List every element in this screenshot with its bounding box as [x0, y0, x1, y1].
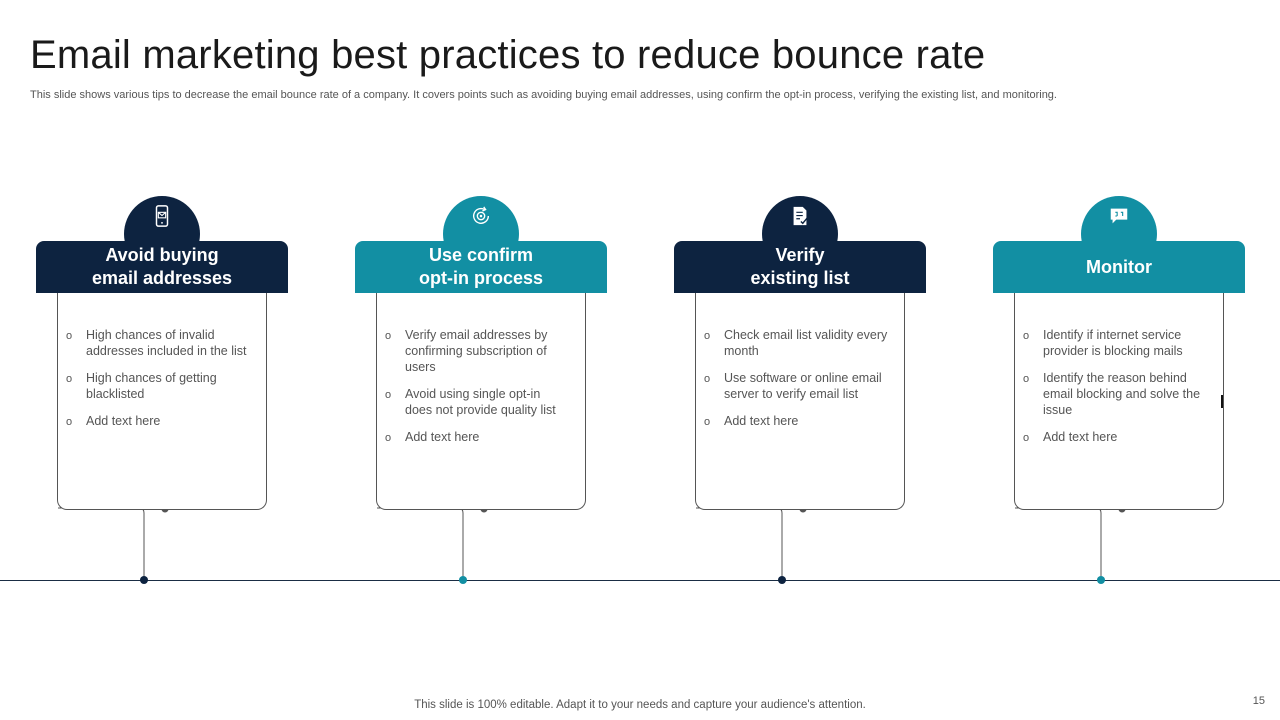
list-item: o High chances of getting blacklisted — [66, 370, 250, 402]
bullet-marker: o — [66, 373, 73, 385]
bullet-marker: o — [66, 330, 73, 342]
card-header: Verify existing list — [674, 241, 926, 293]
list-item: o Identify the reason behind email blocki… — [1023, 370, 1207, 418]
bullet-marker: o — [1023, 432, 1030, 444]
bullet-text: High chances of getting blacklisted — [86, 371, 217, 401]
card-header-line1: Monitor — [1086, 256, 1152, 277]
timeline-line — [0, 580, 1280, 581]
slide-title: Email marketing best practices to reduce… — [30, 33, 986, 77]
list-item: o Add text here — [385, 429, 569, 445]
card-header-line1: Verify — [775, 245, 825, 265]
card-header-line2: opt-in process — [418, 268, 543, 288]
card-header: Use confirm opt-in process — [355, 241, 607, 293]
card-header-line2: email addresses — [91, 268, 233, 288]
card-body: o Check email list validity every month o… — [695, 293, 905, 510]
decorative-tick — [1221, 395, 1223, 408]
bullet-list: o Identify if internet service provider i… — [1015, 293, 1223, 445]
card-monitor: Monitor o Identify if internet service pr… — [993, 196, 1245, 586]
bullet-marker: o — [704, 330, 711, 342]
card-body: o High chances of invalid addresses inclu… — [57, 293, 267, 510]
list-item: o Add text here — [704, 413, 888, 429]
bullet-marker: o — [704, 373, 711, 385]
list-item: o Verify email addresses by confirming su… — [385, 327, 569, 375]
card-confirm-opt-in: Use confirm opt-in process o Verify email… — [355, 196, 607, 586]
list-item: o Check email list validity every month — [704, 327, 888, 359]
card-verify-list: Verify existing list o Check email list v… — [674, 196, 926, 586]
bullet-marker: o — [1023, 373, 1030, 385]
refresh-gear-icon — [472, 206, 490, 224]
bullet-text: Avoid using single opt-in does not provi… — [405, 387, 556, 417]
list-item: o Add text here — [66, 413, 250, 429]
list-item: o High chances of invalid addresses inclu… — [66, 327, 250, 359]
bullet-list: o Verify email addresses by confirming su… — [377, 293, 585, 445]
list-item: o Identify if internet service provider i… — [1023, 327, 1207, 359]
mobile-email-icon — [155, 205, 169, 227]
bullet-text[interactable]: Add text here — [1043, 430, 1118, 444]
card-body: o Identify if internet service provider i… — [1014, 293, 1224, 510]
card-body: o Verify email addresses by confirming su… — [376, 293, 586, 510]
card-header-line1: Use confirm — [428, 245, 533, 265]
bullet-text[interactable]: Add text here — [86, 414, 161, 428]
card-header-line2: existing list — [750, 268, 850, 288]
card-header: Monitor — [993, 241, 1245, 293]
monitor-chat-icon — [1110, 208, 1128, 224]
card-header-line1: Avoid buying — [105, 245, 219, 265]
bullet-text: Use software or online email server to v… — [724, 371, 882, 401]
bullet-text: Identify if internet service provider is… — [1043, 328, 1183, 358]
bullet-text: Identify the reason behind email blockin… — [1043, 371, 1201, 417]
list-item: o Avoid using single opt-in does not prov… — [385, 386, 569, 418]
bullet-marker: o — [66, 416, 73, 428]
bullet-marker: o — [1023, 330, 1030, 342]
bullet-list: o Check email list validity every month o… — [696, 293, 904, 429]
bullet-text[interactable]: Add text here — [405, 430, 480, 444]
bullet-marker: o — [385, 432, 392, 444]
bullet-text: Check email list validity every month — [724, 328, 888, 358]
footer-note: This slide is 100% editable. Adapt it to… — [414, 699, 866, 711]
slide-subtitle: This slide shows various tips to decreas… — [30, 89, 1057, 101]
bullet-text[interactable]: Add text here — [724, 414, 799, 428]
page-number: 15 — [1252, 695, 1265, 707]
bullet-text: High chances of invalid addresses includ… — [86, 328, 247, 358]
bullet-text: Verify email addresses by confirming sub… — [405, 328, 548, 374]
bullet-marker: o — [704, 416, 711, 428]
card-header: Avoid buying email addresses — [36, 241, 288, 293]
list-item: o Use software or online email server to … — [704, 370, 888, 402]
bullet-marker: o — [385, 330, 392, 342]
list-item: o Add text here — [1023, 429, 1207, 445]
document-check-icon — [793, 206, 808, 226]
bullet-list: o High chances of invalid addresses inclu… — [58, 293, 266, 429]
bullet-marker: o — [385, 389, 392, 401]
